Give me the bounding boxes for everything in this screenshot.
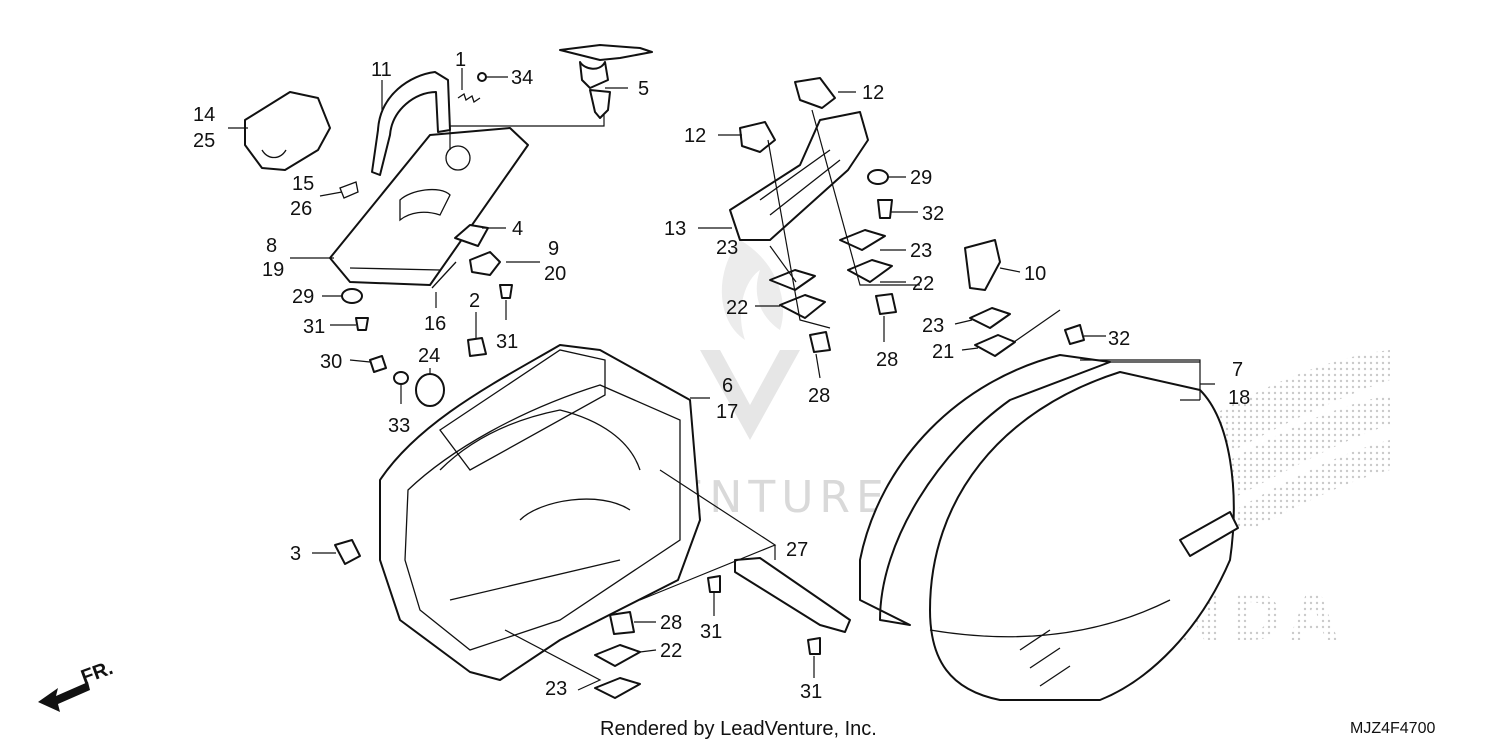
callout-31-c: 31 — [700, 621, 722, 643]
part-30-bolt — [369, 355, 387, 373]
callout-5: 5 — [638, 78, 649, 100]
part-28-cap-b — [875, 293, 897, 315]
callout-25: 25 — [193, 130, 215, 152]
part-24-damper — [415, 373, 445, 407]
callout-20: 20 — [544, 263, 566, 285]
part-23-plate-d — [594, 677, 641, 699]
part-2-grommet — [467, 337, 487, 357]
callout-19: 19 — [262, 259, 284, 281]
footer-credit: Rendered by LeadVenture, Inc. — [600, 718, 877, 740]
part-5-lock — [559, 44, 653, 119]
callout-22-a: 22 — [726, 297, 748, 319]
callout-12-top: 12 — [862, 82, 884, 104]
callout-28-a: 28 — [808, 385, 830, 407]
part-16-rod — [431, 261, 457, 289]
part-22-plate-a — [779, 294, 826, 319]
callout-12-left: 12 — [684, 125, 706, 147]
callout-29-right: 29 — [910, 167, 932, 189]
callout-34: 34 — [511, 67, 533, 89]
part-27-strap — [734, 557, 851, 633]
callout-4: 4 — [512, 218, 523, 240]
part-9-nut — [469, 251, 501, 276]
callout-31-a: 31 — [303, 316, 325, 338]
callout-29-left: 29 — [292, 286, 314, 308]
part-22-plate-b — [847, 259, 893, 283]
callout-31-b: 31 — [496, 331, 518, 353]
part-14-cover — [244, 91, 331, 171]
callout-23-a: 23 — [716, 237, 738, 259]
part-29-washer-right — [867, 169, 889, 185]
part-12-stud-left — [739, 121, 776, 153]
callout-11: 11 — [371, 59, 392, 81]
callout-8: 8 — [266, 235, 277, 257]
part-15-clip — [339, 181, 359, 199]
part-12-stud-top — [794, 77, 836, 109]
part-32-screw-a — [877, 199, 893, 219]
diagram-code: MJZ4F4700 — [1350, 720, 1436, 737]
part-31-screw-d — [807, 637, 821, 655]
callout-26: 26 — [290, 198, 312, 220]
callout-14: 14 — [193, 104, 215, 126]
callout-7: 7 — [1232, 359, 1243, 381]
callout-numbers: 1 11 34 5 14 25 15 26 4 8 19 9 20 29 31 … — [193, 49, 1250, 703]
callout-9: 9 — [548, 238, 559, 260]
part-28-cap-c — [609, 611, 635, 635]
part-13-hinge-bracket — [729, 111, 869, 241]
part-23-plate-b — [839, 229, 886, 251]
part-21-plate — [974, 334, 1016, 357]
callout-28-c: 28 — [660, 612, 682, 634]
callout-27: 27 — [786, 539, 808, 561]
callout-24: 24 — [418, 345, 440, 367]
leader-lines — [228, 68, 1215, 691]
callout-23-b: 23 — [910, 240, 932, 262]
part-34-ball — [477, 72, 487, 82]
callout-21: 21 — [932, 341, 954, 363]
callout-17: 17 — [716, 401, 738, 423]
part-22-plate-c — [594, 644, 641, 667]
callout-1: 1 — [455, 49, 466, 71]
callout-28-b: 28 — [876, 349, 898, 371]
part-32-screw-b — [1064, 324, 1085, 345]
part-31-screw-a — [355, 317, 369, 331]
callout-2: 2 — [469, 290, 480, 312]
part-33-washer — [393, 371, 409, 385]
part-31-screw-c — [707, 575, 721, 593]
callout-22-c: 22 — [660, 640, 682, 662]
callout-30: 30 — [320, 351, 342, 373]
part-31-screw-b — [499, 284, 513, 299]
callout-32-b: 32 — [1108, 328, 1130, 350]
front-direction-arrow — [38, 682, 90, 712]
callout-31-d: 31 — [800, 681, 822, 703]
callout-33: 33 — [388, 415, 410, 437]
part-6-case-body — [379, 344, 701, 681]
part-11-handle — [371, 71, 451, 176]
part-23-plate-c — [969, 307, 1011, 329]
part-8-lid-plate — [329, 127, 529, 286]
part-7-lid — [859, 354, 1239, 701]
callout-13: 13 — [664, 218, 686, 240]
callout-23-c: 23 — [922, 315, 944, 337]
front-marker-label: FR. — [78, 657, 116, 689]
callout-32-a: 32 — [922, 203, 944, 225]
callout-16: 16 — [424, 313, 446, 335]
part-28-cap-a — [809, 331, 831, 353]
part-3-plug — [334, 539, 361, 565]
callout-3: 3 — [290, 543, 301, 565]
callout-23-d: 23 — [545, 678, 567, 700]
callout-10: 10 — [1024, 263, 1046, 285]
part-29-washer-left — [341, 288, 363, 304]
callout-6: 6 — [722, 375, 733, 397]
part-10-bracket — [964, 239, 1001, 291]
callout-15: 15 — [292, 173, 314, 195]
part-1-spring — [457, 92, 481, 104]
callout-22-b: 22 — [912, 273, 934, 295]
callout-18: 18 — [1228, 387, 1250, 409]
